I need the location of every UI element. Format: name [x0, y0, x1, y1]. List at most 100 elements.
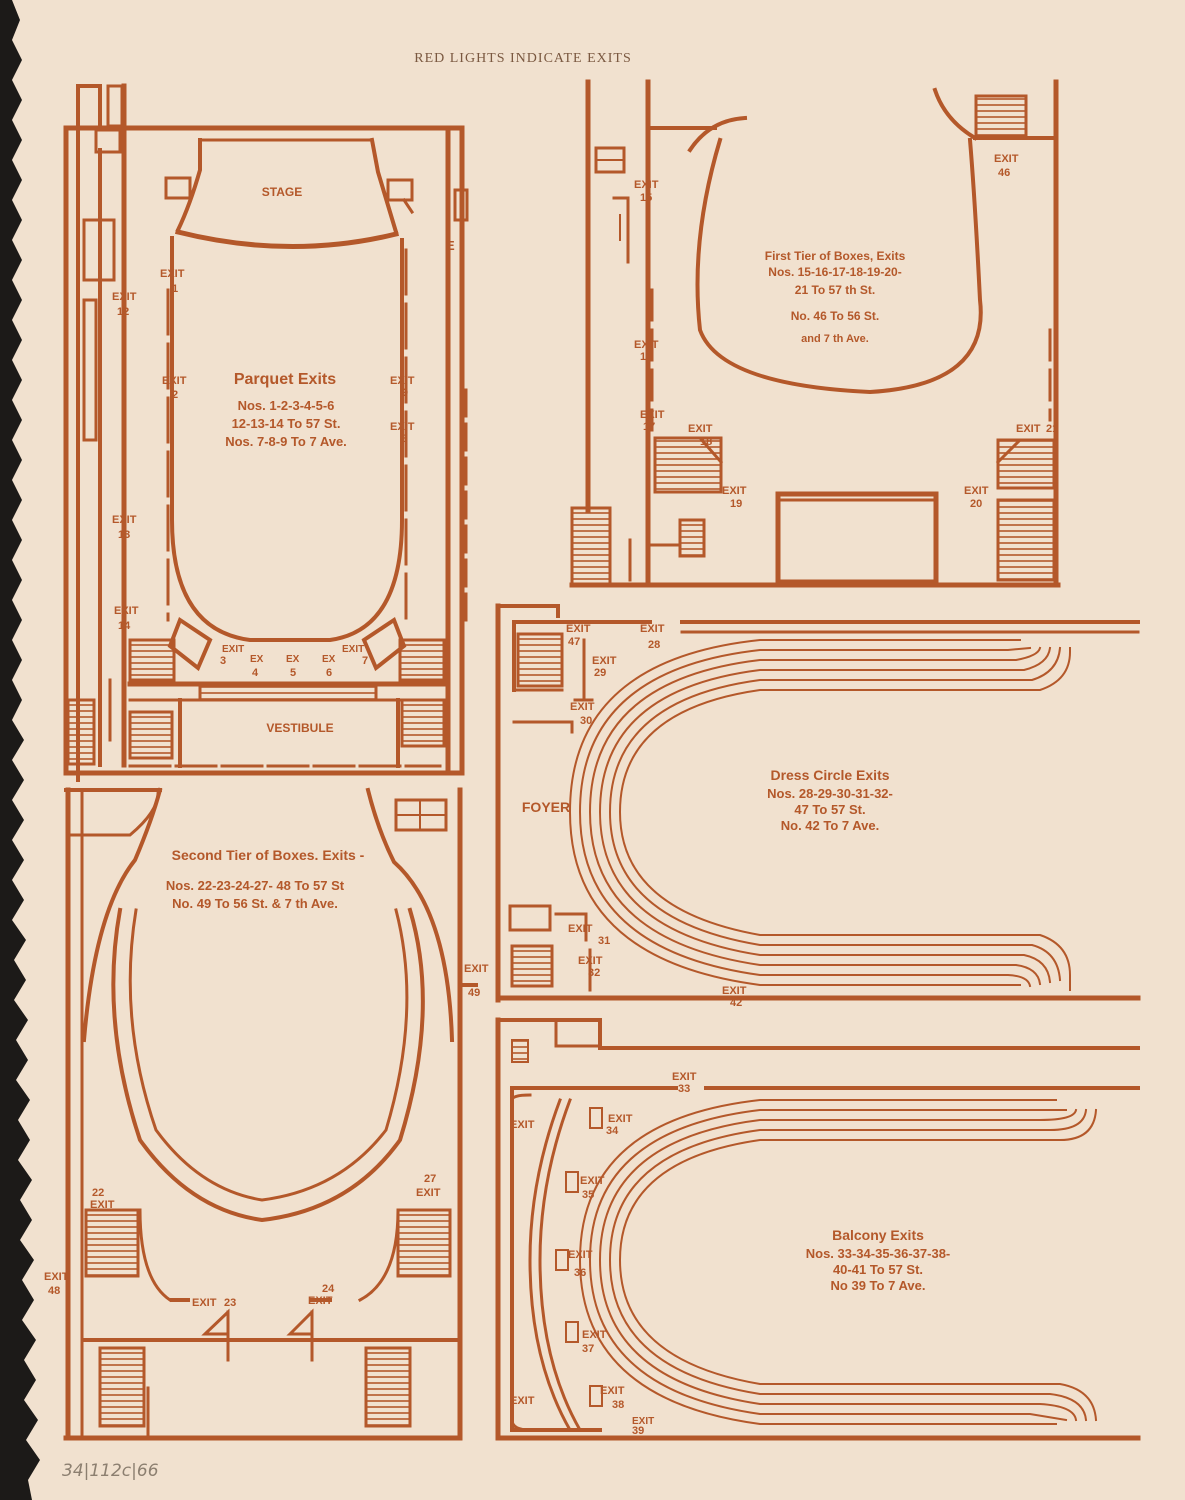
vestibule-label: VESTIBULE: [266, 721, 333, 735]
exit-word: EXIT: [44, 1271, 69, 1283]
exit-27-number: 27: [424, 1173, 436, 1185]
exit-7-number: 7: [362, 655, 368, 667]
exit-32-number: 32: [588, 967, 600, 979]
exit-3-number: 3: [220, 655, 226, 667]
exit-6-number: 6: [326, 667, 332, 679]
balcony-labels: Balcony Exits Nos. 33-34-35-36-37-38- 40…: [510, 1071, 950, 1437]
exit-word: EXIT: [112, 514, 137, 526]
exit-word: EXIT: [222, 644, 244, 655]
paper-sheet: [12, 0, 1185, 1500]
ex-word: EX: [286, 654, 300, 665]
exit-12-number: 12: [117, 306, 129, 318]
exit-22-number: 22: [92, 1187, 104, 1199]
first-tier-line-4: and 7 th Ave.: [801, 333, 869, 345]
exit-16-number: 16: [640, 351, 652, 363]
ex-word: EX: [322, 654, 336, 665]
e-mark: E: [446, 238, 455, 253]
exit-word: EXIT: [390, 375, 415, 387]
foyer-label: FOYER: [522, 799, 570, 815]
exit-word: EXIT: [160, 268, 185, 280]
stage-label: STAGE: [262, 185, 302, 199]
first-tier-plan: [569, 79, 1061, 588]
second-tier-line-1: Nos. 22-23-24-27- 48 To 57 St: [166, 878, 345, 893]
catalog-mark: 34|112c|66: [62, 1461, 159, 1481]
balcony-line-2: 40-41 To 57 St.: [833, 1262, 923, 1277]
dress-circle-title: Dress Circle Exits: [770, 767, 889, 783]
parquet-line-2: 12-13-14 To 57 St.: [232, 416, 341, 431]
balcony-line-3: No 39 To 7 Ave.: [831, 1278, 926, 1293]
exit-word: EXIT: [390, 421, 415, 433]
balcony-title: Balcony Exits: [832, 1227, 924, 1243]
exit-1-number: 1: [172, 283, 178, 295]
exit-34-number: 34: [606, 1125, 619, 1137]
exit-35-number: 35: [582, 1189, 594, 1201]
parquet-line-1: Nos. 1-2-3-4-5-6: [238, 398, 335, 413]
exit-19-number: 19: [730, 498, 742, 510]
exit-20-number: 20: [970, 498, 982, 510]
dress-circle-plan: [495, 603, 1141, 1003]
balcony-line-1: Nos. 33-34-35-36-37-38-: [806, 1246, 951, 1261]
exit-word: EXIT: [342, 644, 364, 655]
dress-circle-line-3: No. 42 To 7 Ave.: [781, 818, 880, 833]
exit-39-number: 39: [632, 1425, 644, 1437]
dress-circle-line-1: Nos. 28-29-30-31-32-: [767, 786, 893, 801]
exit-word: EXIT: [608, 1113, 633, 1125]
exit-word: EXIT: [568, 1249, 593, 1261]
exit-word: EXIT: [964, 485, 989, 497]
exit-24-number: 24: [322, 1283, 335, 1295]
exit-word: EXIT: [722, 485, 747, 497]
exit-word: EXIT: [308, 1295, 333, 1307]
exit-word: EXIT: [580, 1175, 605, 1187]
parquet-title: Parquet Exits: [234, 371, 336, 388]
exit-15-number: 15: [640, 192, 652, 204]
exit-8-number: 8: [401, 433, 407, 445]
exit-38-number: 38: [612, 1399, 624, 1411]
exit-18-number: 18: [700, 436, 712, 448]
exit-word: EXIT: [582, 1329, 607, 1341]
exit-word: EXIT: [640, 623, 665, 635]
parquet-labels: STAGE E Parquet Exits Nos. 1-2-3-4-5-6 1…: [112, 185, 455, 735]
exit-33-number: 33: [678, 1083, 690, 1095]
exit-word: EXIT: [688, 423, 713, 435]
exit-46-number: 46: [998, 167, 1010, 179]
exit-31-number: 31: [598, 935, 610, 947]
first-tier-line-3: No. 46 To 56 St.: [791, 309, 879, 323]
exit-word: EXIT: [672, 1071, 697, 1083]
exit-word: EXIT: [600, 1385, 625, 1397]
exit-36-number: 36: [574, 1267, 586, 1279]
exit-word: EXIT: [112, 291, 137, 303]
exit-word: EXIT: [640, 409, 665, 421]
exit-word: EXIT: [510, 1395, 535, 1407]
exit-28-number: 28: [648, 639, 660, 651]
exit-21-number: 21: [1046, 423, 1058, 435]
exit-word: EXIT: [192, 1297, 217, 1309]
exit-word: EXIT: [566, 623, 591, 635]
exit-word: EXIT: [464, 963, 489, 975]
exit-17-number: 17: [643, 421, 655, 433]
exit-29-number: 29: [594, 667, 606, 679]
exit-word: EXIT: [90, 1199, 115, 1211]
exit-4-number: 4: [252, 667, 259, 679]
header-title: RED LIGHTS INDICATE EXITS: [414, 51, 631, 66]
exit-word: EXIT: [568, 923, 593, 935]
exit-30-number: 30: [580, 715, 592, 727]
exit-word: EXIT: [632, 1416, 654, 1427]
exit-word: EXIT: [634, 339, 659, 351]
exit-9-number: 9: [402, 387, 408, 399]
exit-47-number: 47: [568, 636, 580, 648]
parquet-plan: [63, 83, 469, 782]
exit-word: EXIT: [634, 179, 659, 191]
exit-42-number: 42: [730, 997, 742, 1009]
first-tier-labels: First Tier of Boxes, Exits Nos. 15-16-17…: [634, 153, 1058, 510]
exit-5-number: 5: [290, 667, 296, 679]
exit-word: EXIT: [510, 1119, 535, 1131]
parquet-line-3: Nos. 7-8-9 To 7 Ave.: [225, 434, 347, 449]
exit-word: EXIT: [722, 985, 747, 997]
exit-48-number: 48: [48, 1285, 60, 1297]
exit-word: EXIT: [592, 655, 617, 667]
exit-word: EXIT: [994, 153, 1019, 165]
exit-2-number: 2: [172, 389, 178, 401]
dress-circle-labels: Dress Circle Exits Nos. 28-29-30-31-32- …: [522, 623, 893, 1009]
exit-word: EXIT: [1016, 423, 1041, 435]
